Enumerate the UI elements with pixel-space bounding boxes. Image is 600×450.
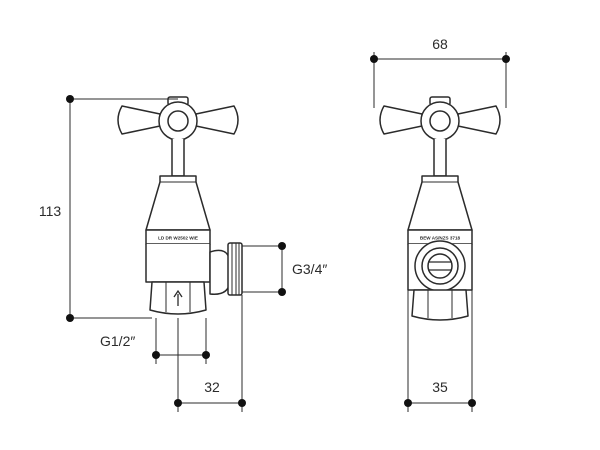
side-view: LD DR W2502 WIE 113 [39, 95, 327, 412]
front-handle-arm-left [379, 105, 423, 135]
front-bonnet [407, 175, 473, 231]
handle-hub-inner [167, 110, 189, 132]
side-marking-text: LD DR W2502 WIE [158, 236, 198, 241]
dimension-inlet-thread: G1/2″ [100, 318, 210, 364]
dimension-body-width: 35 [404, 290, 476, 412]
outlet-thread-label: G3/4″ [292, 261, 327, 277]
arrow-up-icon [173, 289, 183, 306]
handle-arm-left [117, 105, 161, 135]
valve-body-side [145, 244, 211, 283]
front-marking-text: BEW AS/NZS 3718 [420, 236, 461, 241]
bonnet [145, 175, 211, 231]
dimension-outlet-reach: 32 [174, 295, 246, 412]
front-width-label: 68 [432, 36, 448, 52]
spindle [171, 139, 185, 177]
outlet-elbow [209, 249, 231, 295]
outlet-reach-label: 32 [204, 379, 220, 395]
dimension-front-width: 68 [370, 36, 510, 108]
front-inlet-hex [411, 289, 469, 321]
dimension-outlet-thread: G3/4″ [242, 242, 327, 296]
body-width-label: 35 [432, 379, 448, 395]
inlet-thread-label: G1/2″ [100, 333, 135, 349]
front-handle-hub-inner [429, 110, 451, 132]
outlet-thread [227, 242, 243, 296]
height-label: 113 [39, 203, 62, 219]
dimension-height: 113 [39, 95, 178, 322]
outlet-face-inner [427, 253, 453, 279]
handle-arm-right [195, 105, 239, 135]
front-spindle [433, 139, 447, 177]
front-handle-arm-right [457, 105, 501, 135]
front-view: BEW AS/NZS 3718 68 35 [370, 36, 510, 412]
